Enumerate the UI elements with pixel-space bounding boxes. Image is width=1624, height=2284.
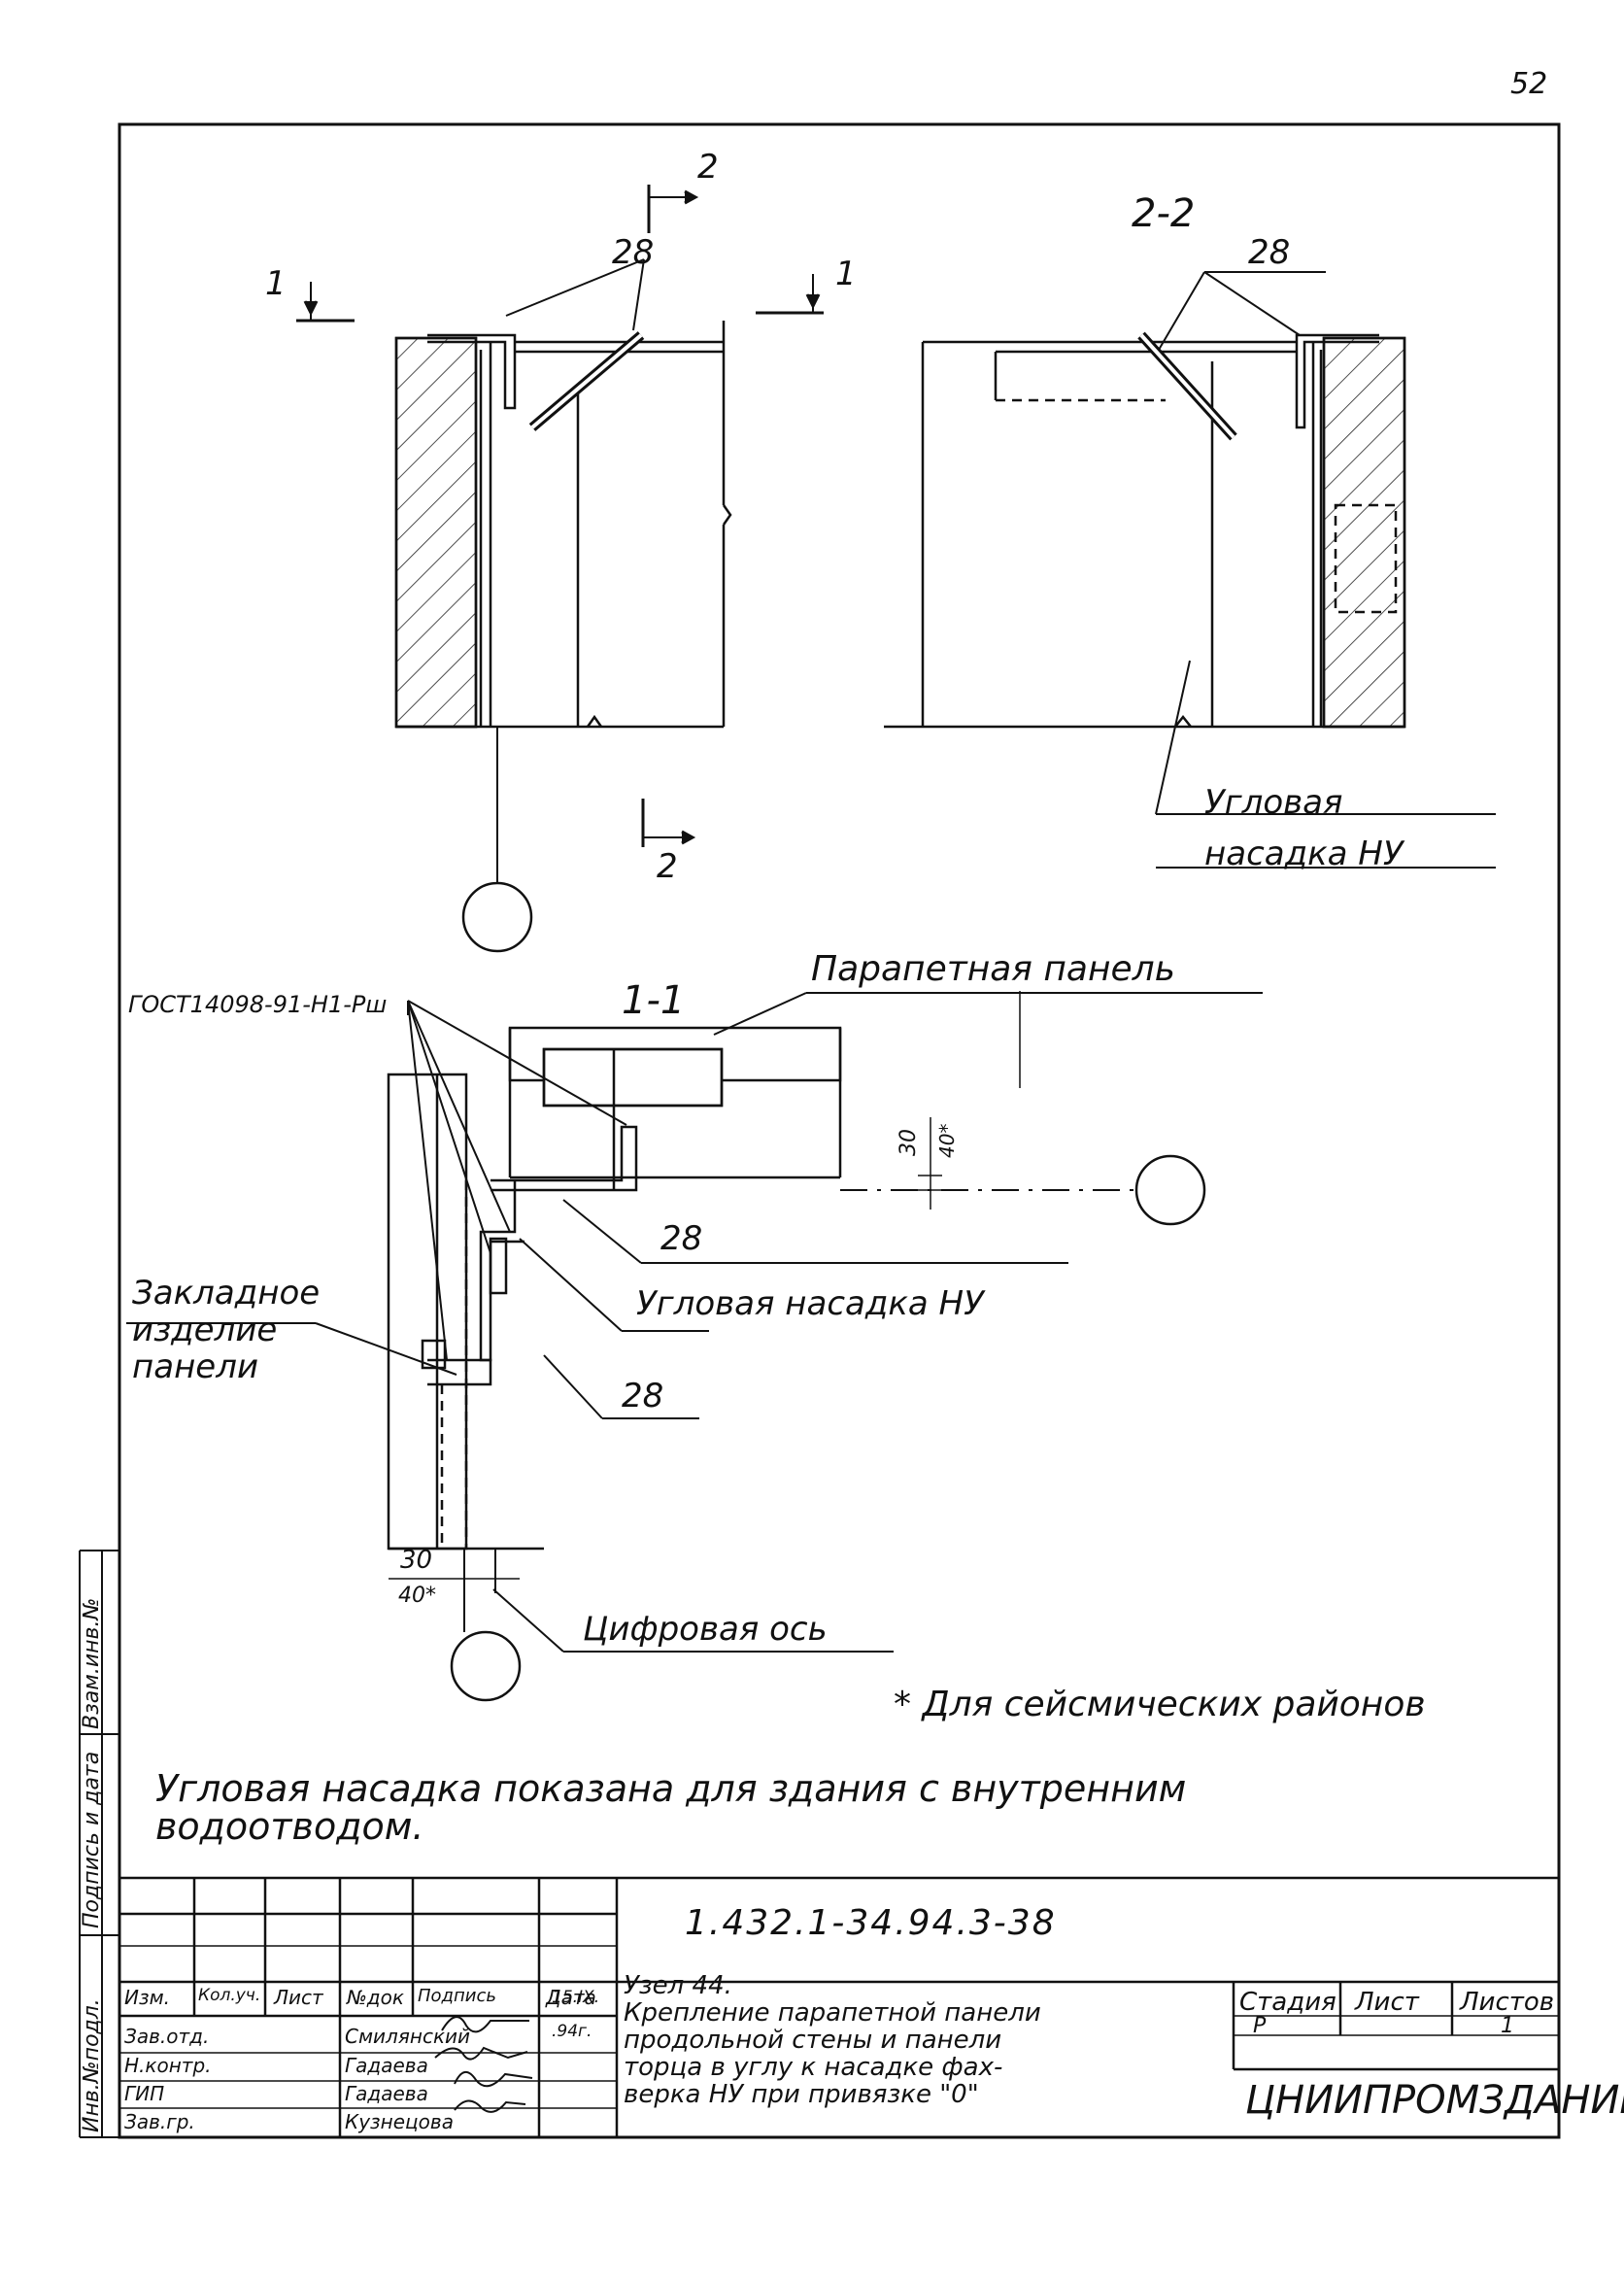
side-stamp-replace: Взам.инв.№ — [80, 1597, 104, 1729]
dim-40-bottom: 40* — [398, 1584, 436, 1608]
cut-label-1-right: 1 — [835, 255, 857, 293]
name-2: Гадаева — [345, 2082, 428, 2105]
role-0: Зав.отд. — [124, 2025, 210, 2048]
role-3: Зав.гр. — [124, 2110, 195, 2133]
stage-label: Стадия — [1239, 1988, 1336, 2017]
header-podpis: Подпись — [418, 1986, 496, 2006]
item-28-top-right: 28 — [1248, 233, 1291, 272]
corner-cap-top-label: Угловая насадка НУ — [1204, 783, 1404, 873]
role-2: ГИП — [124, 2082, 165, 2105]
item-28-top-left: 28 — [612, 233, 655, 272]
sheets-label: Листов — [1460, 1988, 1555, 2017]
main-note: Угловая насадка показана для здания с вн… — [155, 1767, 1187, 1848]
page-number: 52 — [1510, 67, 1548, 101]
gost-label: ГОСТ14098-91-Н1-Рш — [128, 991, 388, 1018]
embedded-part-label: Закладное изделие панели — [132, 1274, 321, 1387]
header-ndok: №док — [347, 1986, 404, 2009]
section-marker-1-left — [296, 282, 355, 323]
name-3: Кузнецова — [345, 2110, 454, 2133]
side-stamp-inv: Инв.№подл. — [80, 1998, 104, 2132]
digital-axis-label: Цифровая ось — [583, 1610, 828, 1649]
header-data: Дата — [546, 1986, 596, 2009]
detail-2-2 — [884, 271, 1496, 869]
cut-label-2-top: 2 — [697, 148, 719, 187]
corner-cap-mid-label: Угловая насадка НУ — [636, 1284, 984, 1323]
side-stamp-frame — [79, 1550, 119, 2138]
hatched-wall-left — [394, 336, 478, 729]
cut-label-1-left: 1 — [265, 264, 287, 303]
drawing-description: Узел 44. Крепление парапетной панели про… — [624, 1971, 1041, 2110]
section-marker-1-right — [756, 274, 824, 315]
name-1: Гадаева — [345, 2054, 428, 2077]
section-marker-2-bottom — [641, 799, 696, 847]
header-izm: Изм. — [124, 1986, 171, 2009]
hatched-wall-right — [1322, 336, 1406, 729]
sheet-label: Лист — [1355, 1988, 1419, 2017]
date-2: .94г. — [552, 2022, 592, 2041]
item-28-bottom: 28 — [622, 1377, 664, 1415]
detail-top-left — [394, 258, 732, 729]
view-title-1-1: 1-1 — [622, 978, 686, 1023]
doc-code: 1.432.1-34.94.3-38 — [685, 1903, 1057, 1943]
section-marker-2-top — [647, 185, 699, 233]
cut-label-2-bottom: 2 — [657, 847, 678, 886]
dim-40-top: 40* — [935, 1123, 959, 1158]
name-0: Смилянский — [345, 2025, 471, 2048]
axis-circle-bottom — [450, 1630, 522, 1702]
axis-circle-top-left — [461, 881, 533, 953]
view-title-2-2: 2-2 — [1132, 191, 1196, 236]
header-kolich: Кол.уч. — [198, 1986, 261, 2005]
signatures — [434, 2016, 533, 2113]
seismic-note: * Для сейсмических районов — [894, 1685, 1426, 1724]
axis-circle-right — [1134, 1154, 1206, 1226]
sheets-value: 1 — [1501, 2014, 1514, 2038]
item-28-mid: 28 — [660, 1219, 703, 1258]
date-1: 15.IX. — [552, 1988, 600, 2007]
side-stamp-sign: Подпись и дата — [80, 1751, 104, 1928]
sheet-frame — [118, 122, 1561, 2139]
leader-lines-1-1 — [126, 992, 1263, 1653]
header-list: Лист — [274, 1986, 323, 2009]
dim-30-bottom: 30 — [400, 1546, 433, 1575]
organization-name: ЦНИИПРОМЗДАНИЙ — [1245, 2078, 1624, 2123]
stage-value: Р — [1253, 2014, 1267, 2038]
title-block-grid — [119, 1876, 1559, 2137]
dim-30-top: 30 — [897, 1129, 921, 1156]
role-1: Н.контр. — [124, 2054, 212, 2077]
parapet-panel-label: Парапетная панель — [811, 949, 1175, 989]
